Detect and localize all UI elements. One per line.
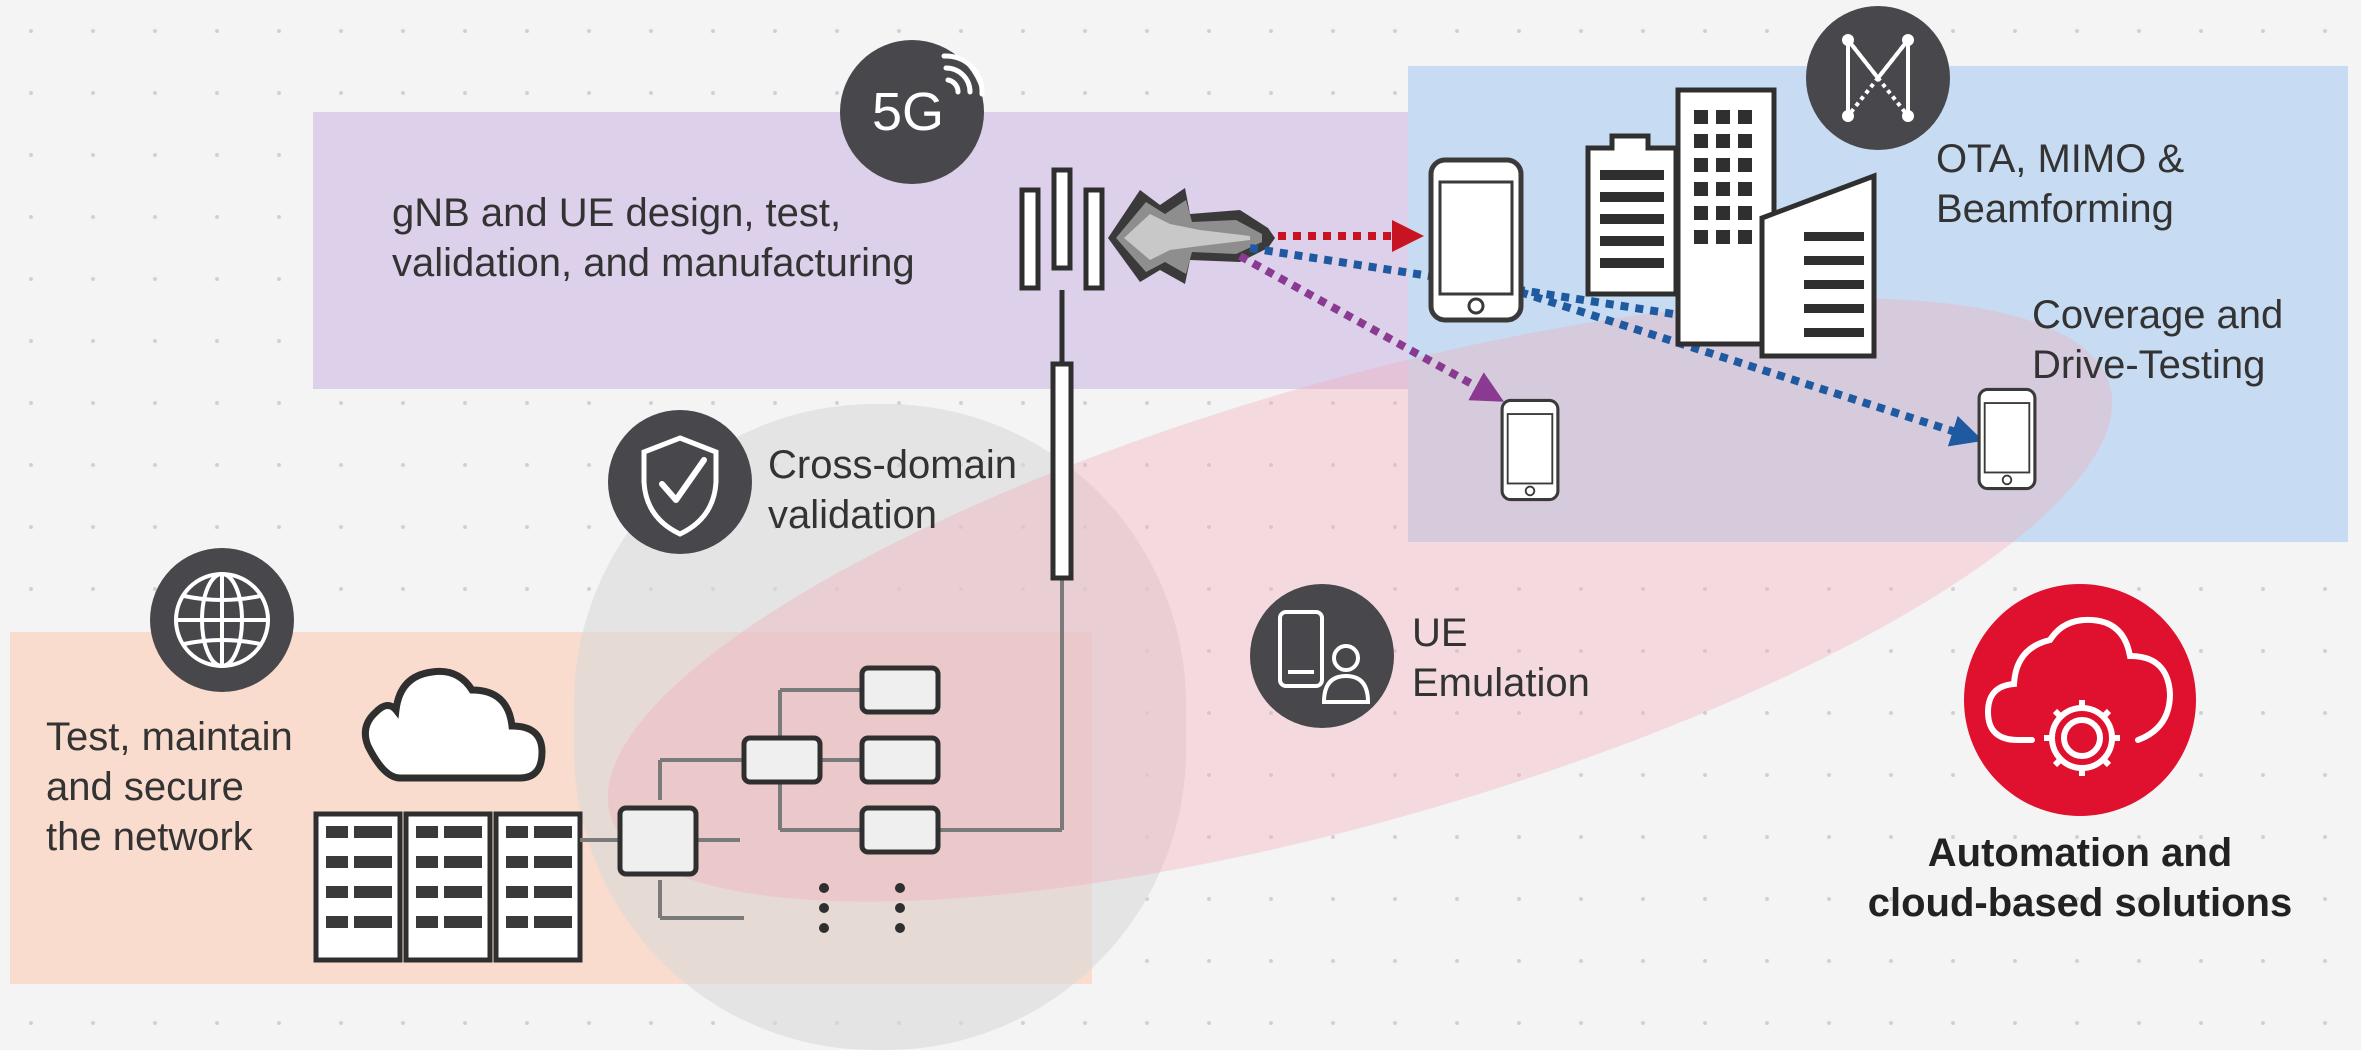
5g-badge: 5G [840,40,985,184]
arrow-drive-test [1518,288,1984,447]
label-ota-mimo: OTA, MIMO & Beamforming [1936,137,2185,231]
label-gnb-ue: gNB and UE design, test, validation, and… [392,191,915,285]
automation-badge [1964,584,2196,816]
globe-icon [174,572,270,668]
mimo-icon [1846,38,1910,118]
label-coverage: Coverage and Drive-Testing [2032,293,2284,387]
beam-burst [1108,188,1275,284]
smartphone-icon [1977,387,2037,491]
ue-emulation-badge [1250,584,1394,728]
globe-badge [150,548,294,692]
network-nodes [617,665,941,877]
building-windows [1600,110,1864,337]
ue-emulation-icon [1278,610,1371,704]
label-automation: Automation and cloud-based solutions [1867,831,2293,925]
label-network: Test, maintain and secure the network [46,715,293,859]
mimo-badge [1806,6,1950,150]
gray-zone [574,404,1186,1050]
5g-label: 5G [872,82,944,142]
smartphone-icon [1500,398,1560,502]
cloud-icon [361,667,546,782]
network-tree [580,578,1064,920]
smartphone-icon [1431,160,1521,320]
more-nodes-ellipsis [819,883,905,933]
shield-check-icon [641,435,719,537]
server-rack-icon [313,811,583,963]
label-cross-domain: Cross-domain validation [768,443,1017,537]
cloud-gear-icon [1984,616,2174,743]
antenna-tower-icon [1019,167,1105,581]
arrow-to-ue [1238,252,1505,402]
arrow-to-building [1249,244,1728,334]
5g-signal-icon [941,53,985,97]
shield-badge [608,410,752,554]
label-ue-emulation: UE Emulation [1412,611,1590,705]
